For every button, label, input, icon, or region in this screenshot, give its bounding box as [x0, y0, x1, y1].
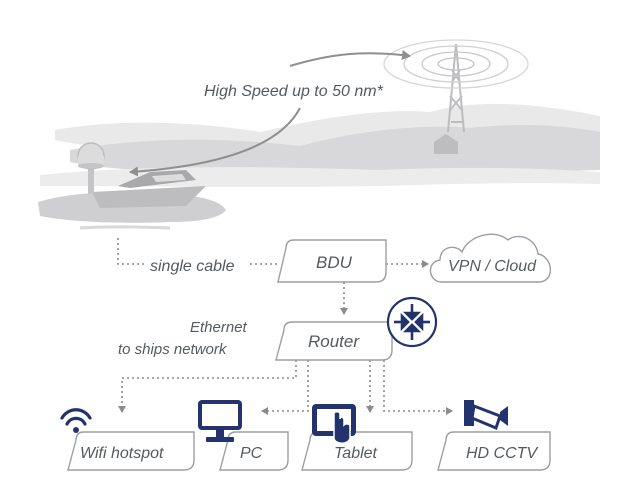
wifi-hotspot-node: Wifi hotspot: [67, 431, 195, 471]
pc-label: PC: [240, 445, 263, 462]
cloud-node: VPN / Cloud: [429, 233, 551, 283]
bdu-label: BDU: [316, 253, 353, 272]
pc-node: PC: [219, 431, 289, 471]
hill-mid: [70, 125, 600, 172]
monitor-icon: [198, 400, 242, 442]
wifi-icon: [60, 408, 92, 433]
cloud-label: VPN / Cloud: [448, 258, 537, 275]
link-boat-to-cable: [117, 238, 146, 265]
link-router-to-cctv: [383, 360, 453, 415]
bdu-node: BDU: [277, 239, 387, 283]
ethernet-caption-line2: to ships network: [118, 341, 228, 358]
range-caption: High Speed up to 50 nm*: [204, 83, 384, 100]
tablet-label: Tablet: [334, 445, 378, 462]
range-arrow-to-boat: [129, 107, 301, 177]
cctv-node: HD CCTV: [437, 431, 551, 471]
wave-line: [79, 225, 171, 230]
cctv-label: HD CCTV: [466, 445, 538, 462]
link-router-to-wifi: [118, 360, 297, 413]
building: [434, 134, 458, 154]
landscape-illustration: [38, 39, 600, 230]
router-node: Router: [275, 321, 393, 361]
router-label: Router: [308, 332, 360, 351]
range-arrow-to-tower: [289, 50, 411, 67]
ethernet-caption-line1: Ethernet: [190, 319, 248, 336]
tablet-node: Tablet: [301, 431, 413, 471]
connection-lines: [117, 238, 453, 415]
cable-label: single cable: [150, 258, 235, 275]
wifi-hotspot-label: Wifi hotspot: [80, 445, 164, 462]
router-icon: [386, 296, 438, 348]
cctv-camera-icon: [464, 400, 508, 431]
boat-illustration: [77, 142, 206, 208]
radio-tower-illustration: [383, 39, 529, 154]
tablet-icon: [312, 404, 356, 444]
link-router-to-pc: [261, 360, 309, 415]
